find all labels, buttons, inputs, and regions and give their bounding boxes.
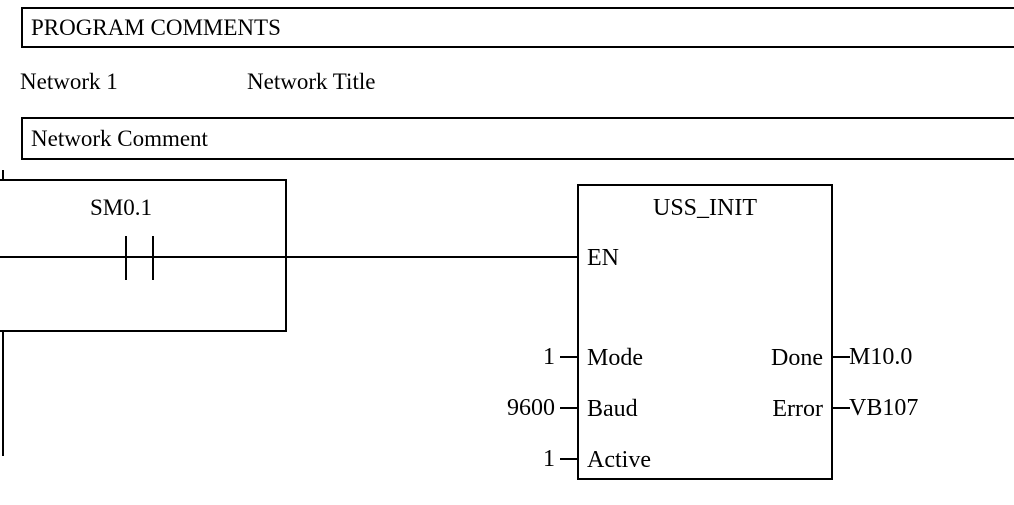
pin-label-baud: Baud: [587, 396, 638, 422]
operand-error[interactable]: VB107: [849, 395, 919, 421]
pin-stub-baud: [560, 407, 578, 409]
pin-label-active: Active: [587, 447, 651, 473]
block-title: USS_INIT: [652, 195, 757, 221]
network-title[interactable]: Network Title: [247, 69, 376, 94]
network-comment-box[interactable]: Network Comment: [21, 117, 1014, 160]
network-comment-text: Network Comment: [31, 125, 208, 151]
program-comments-box[interactable]: PROGRAM COMMENTS: [21, 7, 1014, 48]
contact-operand-label[interactable]: SM0.1: [90, 195, 152, 220]
pin-label-mode: Mode: [587, 345, 643, 371]
pin-label-en: EN: [587, 245, 619, 271]
program-comments-text: PROGRAM COMMENTS: [31, 14, 281, 40]
pin-label-done: Done: [771, 345, 823, 371]
ladder-cell-contact[interactable]: [0, 179, 287, 332]
uss-init-block[interactable]: USS_INIT EN Mode Baud Active Done Error: [577, 184, 833, 480]
operand-done[interactable]: M10.0: [849, 344, 913, 370]
network-label: Network 1: [20, 69, 118, 94]
normally-open-contact-icon[interactable]: [125, 236, 127, 280]
rung-wire: [0, 256, 578, 258]
pin-stub-mode: [560, 356, 578, 358]
pin-stub-done: [832, 356, 850, 358]
operand-mode[interactable]: 1: [543, 344, 555, 370]
pin-stub-error: [832, 407, 850, 409]
normally-open-contact-icon-right: [152, 236, 154, 280]
operand-baud[interactable]: 9600: [507, 395, 555, 421]
operand-active[interactable]: 1: [543, 446, 555, 472]
pin-label-error: Error: [772, 396, 823, 422]
pin-stub-active: [560, 458, 578, 460]
